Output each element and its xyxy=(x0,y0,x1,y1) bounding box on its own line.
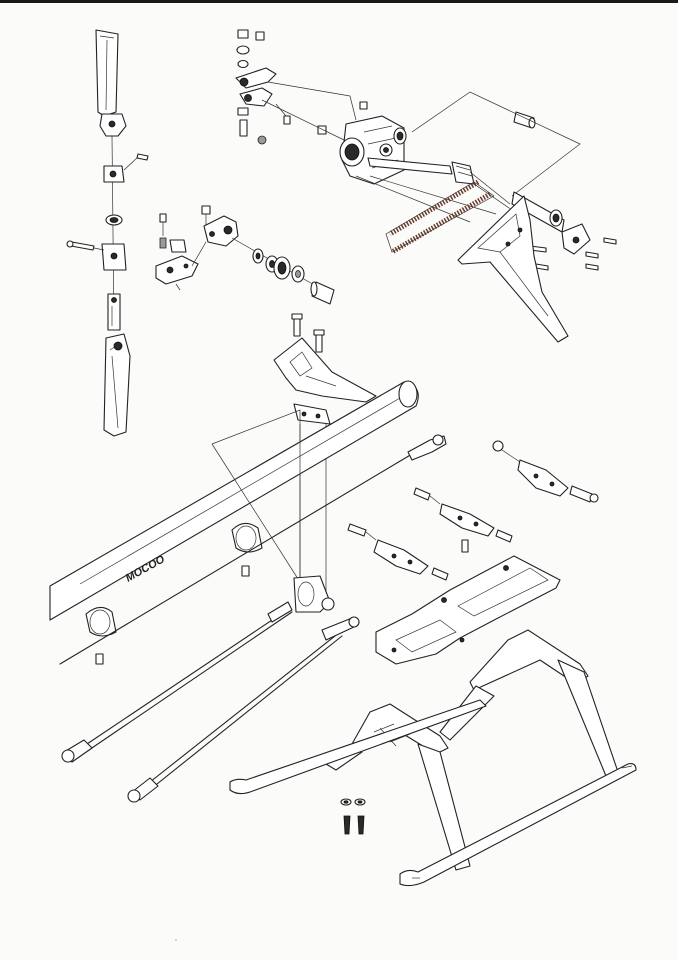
boom-strut-1 xyxy=(83,607,291,747)
pitch-screw xyxy=(159,213,167,223)
tail-pitch-control-parts xyxy=(155,205,239,291)
stabilizer-screw-1 xyxy=(293,317,301,337)
pitch-link-small-screw xyxy=(201,205,211,215)
tail-hub-screw xyxy=(136,153,149,161)
servo-mount-3 xyxy=(373,539,429,575)
scan-speck xyxy=(175,939,177,941)
boom-guide-ring-upper xyxy=(231,522,263,553)
tail-pitch-lever xyxy=(203,215,239,247)
pitch-slider xyxy=(169,239,187,253)
bellcrank-bushing xyxy=(237,29,249,39)
landing-screw-2 xyxy=(357,815,365,835)
bellcrank-screw xyxy=(255,31,265,41)
servo-mounts xyxy=(347,440,599,581)
tail-gearbox-assembly xyxy=(235,29,617,271)
horizontal-stabilizer xyxy=(273,313,377,598)
tail-hub-lower-screw xyxy=(70,241,95,251)
bottom-frame-plate xyxy=(375,555,561,665)
servo-mount-1 xyxy=(517,459,569,497)
landing-skid-right xyxy=(399,763,637,887)
tail-pitch-pushrod xyxy=(59,453,413,665)
vertical-fin xyxy=(457,195,569,343)
landing-skid-left xyxy=(229,699,487,795)
landing-gear-fasteners xyxy=(340,798,366,835)
boom-support-struts xyxy=(61,409,360,803)
landing-gear xyxy=(229,629,637,887)
bellcrank-bolt xyxy=(239,119,248,137)
tail-rotor-hub-assembly xyxy=(66,29,149,437)
tail-boom: MOCOO xyxy=(49,380,447,665)
tail-blade-lower xyxy=(103,333,131,437)
scan-top-edge xyxy=(0,0,678,3)
stabilizer-screw-2 xyxy=(315,333,323,353)
landing-screw-1 xyxy=(343,815,351,835)
tail-pitch-slider-base xyxy=(155,255,199,285)
stabilizer-blade xyxy=(273,337,377,403)
bellcrank-washer xyxy=(236,45,250,55)
stabilizer-mount xyxy=(293,403,331,425)
servo-mount-2 xyxy=(439,503,495,537)
tail-blade-grip-lower xyxy=(107,293,121,331)
tail-drive-shaft xyxy=(367,157,453,175)
boom-strut-2 xyxy=(149,631,341,783)
boom-guide-ring-lower xyxy=(85,606,117,637)
frame-plate-outline xyxy=(375,555,561,665)
tail-drive-belt xyxy=(388,179,492,255)
tail-output-shaft-bearings xyxy=(231,237,335,305)
